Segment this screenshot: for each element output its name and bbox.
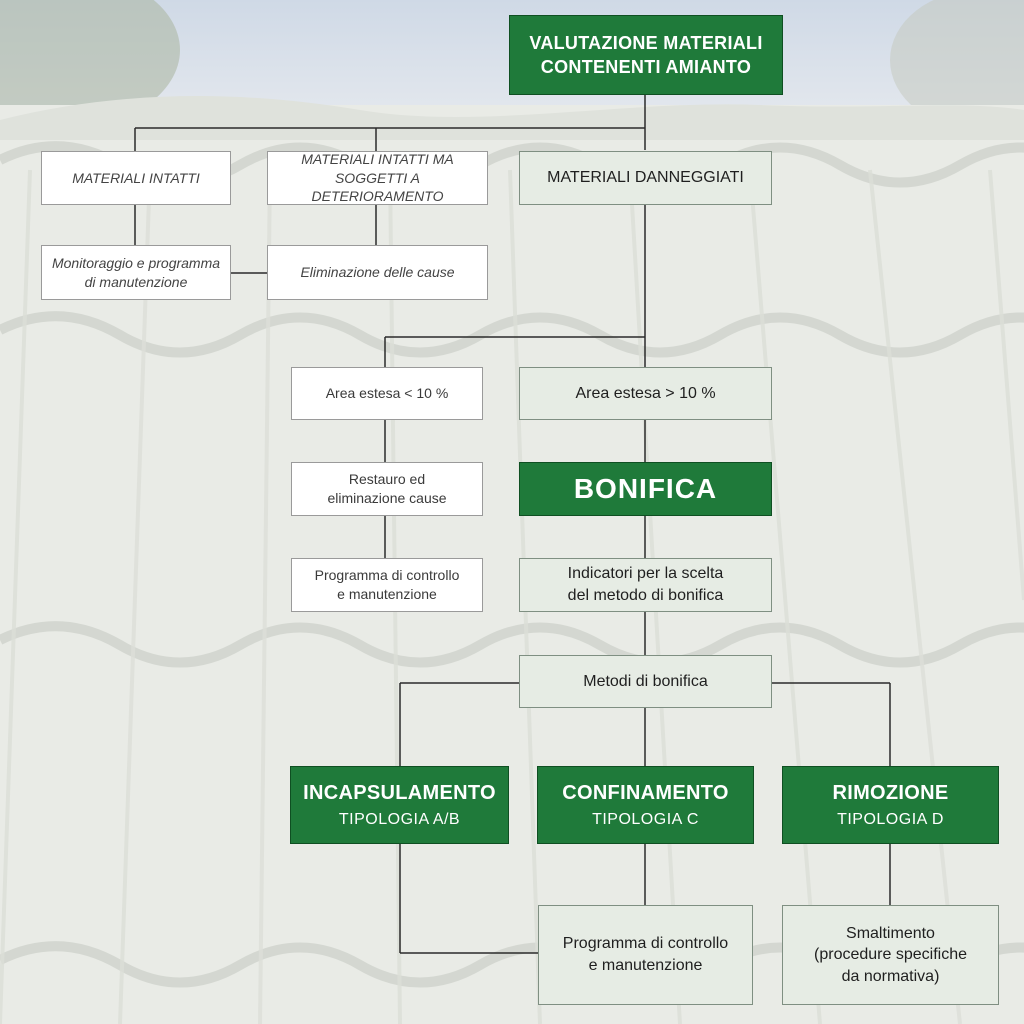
root-node: VALUTAZIONE MATERIALI CONTENENTI AMIANTO <box>509 15 783 95</box>
methods-label: Metodi di bonifica <box>583 672 708 690</box>
area-small-label: Area estesa < 10 % <box>325 385 449 402</box>
removal-subtitle: TIPOLOGIA D <box>837 810 944 828</box>
indicators-node: Indicatori per la scelta del metodo di b… <box>519 558 772 612</box>
restoration-line1: Restauro ed <box>348 471 426 488</box>
disposal-line3: da normativa) <box>841 967 940 985</box>
restoration-node: Restauro ed eliminazione cause <box>291 462 483 516</box>
root-line2: CONTENENTI AMIANTO <box>540 57 752 77</box>
intact-deteriorating-line1: MATERIALI INTATTI MA <box>301 150 454 167</box>
confinement-node: CONFINAMENTO TIPOLOGIA C <box>537 766 754 844</box>
area-large-label: Area estesa > 10 % <box>575 384 716 402</box>
cause-removal-node: Eliminazione delle cause <box>267 245 488 300</box>
control-program-small-line1: Programma di controllo <box>314 567 460 584</box>
intact-deteriorating-line2: SOGGETTI A DETERIORAMENTO <box>311 169 444 205</box>
intact-node: MATERIALI INTATTI <box>41 151 231 205</box>
intact-label: MATERIALI INTATTI <box>72 169 200 186</box>
bonifica-node: BONIFICA <box>519 462 772 516</box>
monitoring-line1: Monitoraggio e programma <box>51 254 221 271</box>
control-program-small-line2: e manutenzione <box>337 586 437 602</box>
removal-node: RIMOZIONE TIPOLOGIA D <box>782 766 999 844</box>
encapsulation-title: INCAPSULAMENTO <box>303 781 496 804</box>
indicators-line2: del metodo di bonifica <box>567 587 724 604</box>
area-small-node: Area estesa < 10 % <box>291 367 483 420</box>
monitoring-node: Monitoraggio e programma di manutenzione <box>41 245 231 300</box>
encapsulation-subtitle: TIPOLOGIA A/B <box>338 810 461 828</box>
control-program-line1: Programma di controllo <box>562 935 729 953</box>
damaged-node: MATERIALI DANNEGGIATI <box>519 151 772 205</box>
confinement-title: CONFINAMENTO <box>562 781 729 804</box>
control-program-node: Programma di controllo e manutenzione <box>538 905 753 1005</box>
indicators-line1: Indicatori per la scelta <box>567 565 724 583</box>
removal-title: RIMOZIONE <box>832 781 949 804</box>
disposal-node: Smaltimento (procedure specifiche da nor… <box>782 905 999 1005</box>
damaged-label: MATERIALI DANNEGGIATI <box>547 169 744 187</box>
control-program-small-node: Programma di controllo e manutenzione <box>291 558 483 612</box>
disposal-line1: Smaltimento <box>846 924 935 942</box>
methods-node: Metodi di bonifica <box>519 655 772 708</box>
monitoring-line2: di manutenzione <box>84 273 188 290</box>
encapsulation-node: INCAPSULAMENTO TIPOLOGIA A/B <box>290 766 509 844</box>
disposal-line2: (procedure specifiche <box>814 946 967 964</box>
restoration-line2: eliminazione cause <box>327 490 447 506</box>
root-line1: VALUTAZIONE MATERIALI <box>529 32 763 53</box>
intact-deteriorating-node: MATERIALI INTATTI MA SOGGETTI A DETERIOR… <box>267 151 488 205</box>
area-large-node: Area estesa > 10 % <box>519 367 772 420</box>
bonifica-label: BONIFICA <box>573 473 718 505</box>
control-program-line2: e manutenzione <box>588 957 703 974</box>
cause-removal-label: Eliminazione delle cause <box>300 264 455 281</box>
confinement-subtitle: TIPOLOGIA C <box>592 810 699 828</box>
